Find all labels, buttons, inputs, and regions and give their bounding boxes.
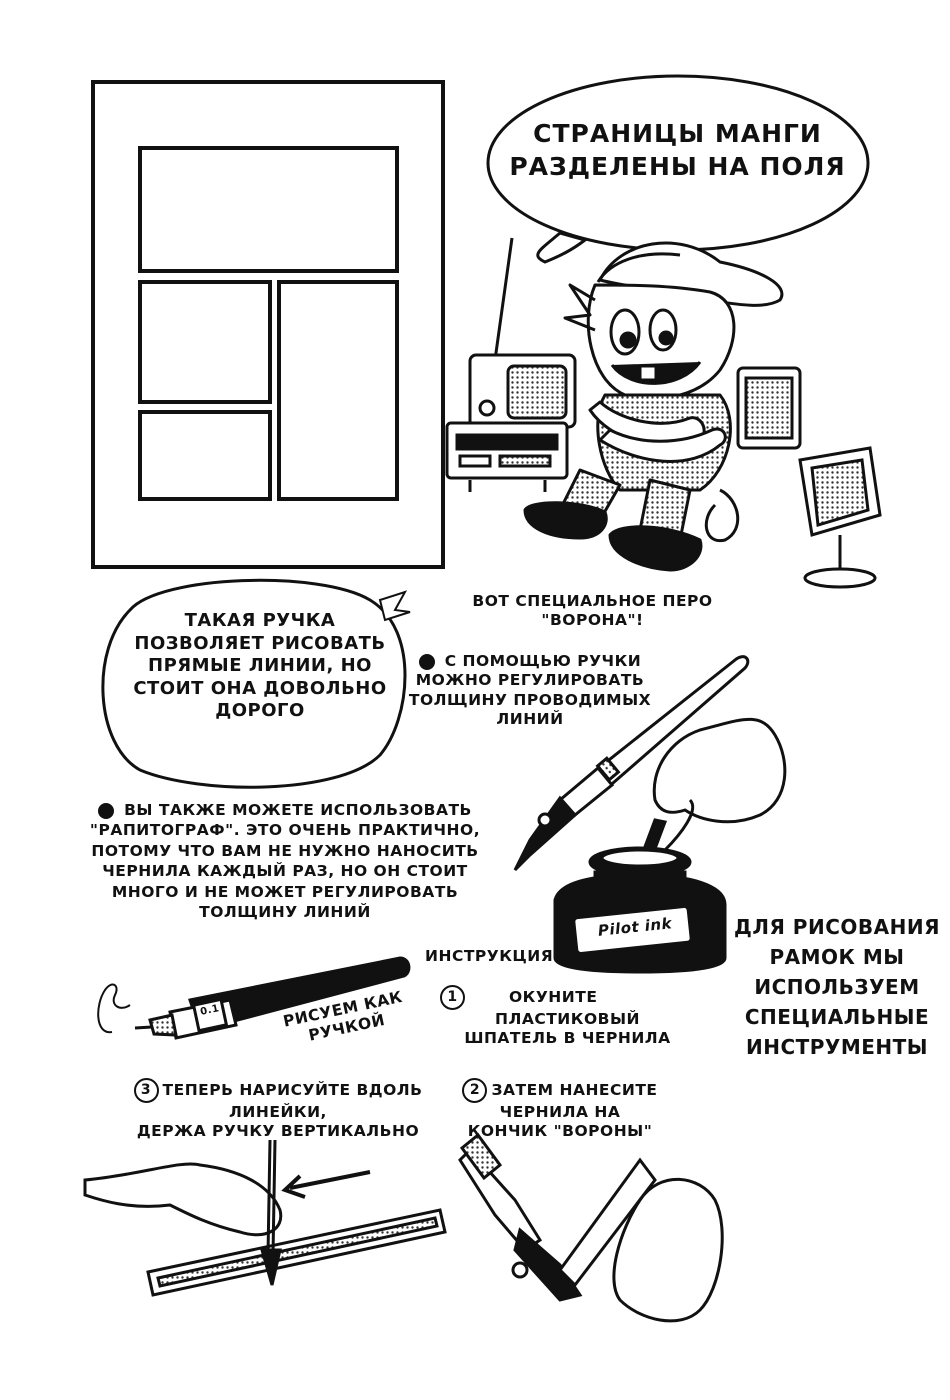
step-1-line: шпатель в чернила <box>464 1029 671 1048</box>
rapidograph-note: Вы также можете использовать "Рапитограф… <box>65 800 505 923</box>
step-1-line: 1Окуните <box>440 985 695 1010</box>
bubble-top-line: Страницы манги <box>533 119 822 148</box>
pen-note-line: толщину проводимых <box>408 690 652 709</box>
rapidograph-note-line: потому что вам не нужно наносить <box>91 841 479 860</box>
panel-small-bottom <box>138 410 272 501</box>
rapidograph-note-line: чернила каждый раз, но он стоит <box>102 862 468 881</box>
bubble-left-line: стоит она довольно <box>133 677 387 699</box>
rapidograph-note-line: много и не может регулировать <box>111 882 459 901</box>
rapidograph-note-line: Вы также можете использовать <box>65 800 505 820</box>
manga-page-diagram <box>91 80 445 569</box>
speaker-right <box>736 366 802 450</box>
step-number-badge: 3 <box>133 1078 159 1103</box>
bubble-top-line: разделены на поля <box>509 151 846 181</box>
bubble-left-line: позволяет рисовать <box>134 632 386 654</box>
pen-intro-caption: Вот специальное перо "Ворона"! <box>472 592 713 630</box>
speaker-small <box>798 446 882 589</box>
tools-note: Для рисования рамок мы используем специа… <box>728 912 946 1062</box>
pen-note-line: линий <box>496 710 564 729</box>
tools-note-line: рамок мы <box>769 945 905 969</box>
bubble-left-text: Такая ручка позволяет рисовать прямые ли… <box>110 610 410 723</box>
speech-bubble-left <box>101 578 411 789</box>
hand-spatula <box>458 1132 724 1323</box>
tools-note-line: Для рисования <box>734 915 940 939</box>
pen-note-line: можно регулировать <box>415 671 645 690</box>
crow-pen <box>513 655 750 872</box>
panel-wide <box>138 146 399 273</box>
tools-note-line: используем <box>754 975 920 999</box>
step-3-line: 3Теперь нарисуйте вдоль линейки, <box>88 1078 468 1122</box>
step-3: 3Теперь нарисуйте вдоль линейки, держа р… <box>88 1078 468 1142</box>
step-2-line: 2Затем нанесите <box>440 1078 680 1103</box>
ink-bottle <box>553 846 727 974</box>
panel-small-top <box>138 280 272 404</box>
rapidograph-pen <box>97 956 411 1040</box>
step-1-line: пластиковый <box>495 1010 640 1028</box>
step-2-line: чернила на <box>499 1103 621 1121</box>
bubble-left-line: Такая ручка <box>184 610 336 631</box>
step-number-badge: 1 <box>440 985 465 1010</box>
instructions-title: Инструкция <box>425 947 554 965</box>
ruler-drawing <box>83 1139 447 1297</box>
rapidograph-note-line: "Рапитограф". Это очень практично, <box>89 821 481 840</box>
step-number-badge: 2 <box>462 1078 488 1103</box>
pen-note: С помощью ручки можно регулировать толщи… <box>395 652 665 730</box>
bullet-dot-icon <box>418 653 435 670</box>
step-1: 1Окуните пластиковый шпатель в чернила <box>440 985 695 1049</box>
rapidograph-note-line: толщину линий <box>199 903 371 922</box>
step-2: 2Затем нанесите чернила на кончик "Ворон… <box>440 1078 680 1142</box>
step-3-line: держа ручку вертикально <box>136 1122 420 1141</box>
bubble-top-text: Страницы манги разделены на поля <box>505 118 850 183</box>
bullet-dot-icon <box>98 802 115 819</box>
bubble-left-line: дорого <box>215 700 305 721</box>
rabbit-character <box>523 241 784 572</box>
tools-note-line: специальные <box>744 1005 930 1029</box>
step-2-line: кончик "Вороны" <box>467 1122 653 1141</box>
bubble-left-line: прямые линии, но <box>148 655 372 676</box>
stereo-equipment <box>445 237 577 492</box>
tools-note-line: инструменты <box>745 1035 929 1059</box>
pen-note-line: С помощью ручки <box>395 652 665 671</box>
panel-tall <box>277 280 399 501</box>
